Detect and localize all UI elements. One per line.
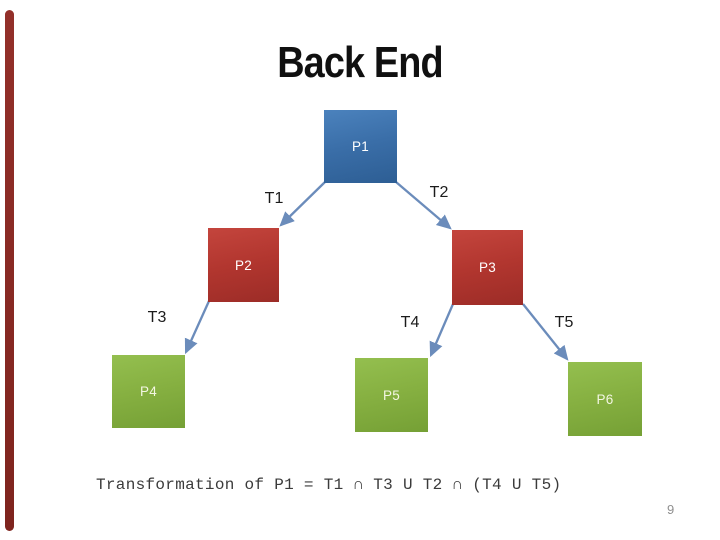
edge-label-t1: T1 — [264, 190, 284, 207]
edge-label-t4: T4 — [400, 314, 420, 331]
node-p1: P1 — [324, 110, 397, 183]
edge-line-t2 — [395, 181, 452, 230]
edge-line-t1 — [279, 181, 326, 227]
node-p4-label: P4 — [139, 384, 158, 399]
node-p2: P2 — [208, 228, 279, 302]
page-number: 9 — [667, 502, 675, 517]
left-accent-bar — [5, 10, 14, 531]
node-p5-label: P5 — [382, 387, 401, 403]
edge-label-t3: T3 — [147, 309, 167, 326]
slide-title: Back End — [277, 38, 443, 87]
node-p6: P6 — [568, 362, 642, 436]
edge-label-t2: T2 — [429, 184, 449, 201]
node-p5: P5 — [355, 358, 428, 432]
node-p3: P3 — [452, 230, 523, 305]
edge-line-t3 — [184, 300, 211, 355]
node-p4: P4 — [112, 355, 185, 428]
edge-line-t5 — [522, 303, 569, 361]
edge-line-t4 — [429, 303, 455, 358]
formula-text: Transformation of P1 = T1 ∩ T3 U T2 ∩ (T… — [96, 476, 562, 494]
node-p2-label: P2 — [234, 257, 253, 273]
edge-label-t5: T5 — [554, 314, 574, 331]
node-p6-label: P6 — [596, 391, 614, 407]
node-p3-label: P3 — [478, 260, 497, 275]
node-p1-label: P1 — [351, 139, 370, 154]
